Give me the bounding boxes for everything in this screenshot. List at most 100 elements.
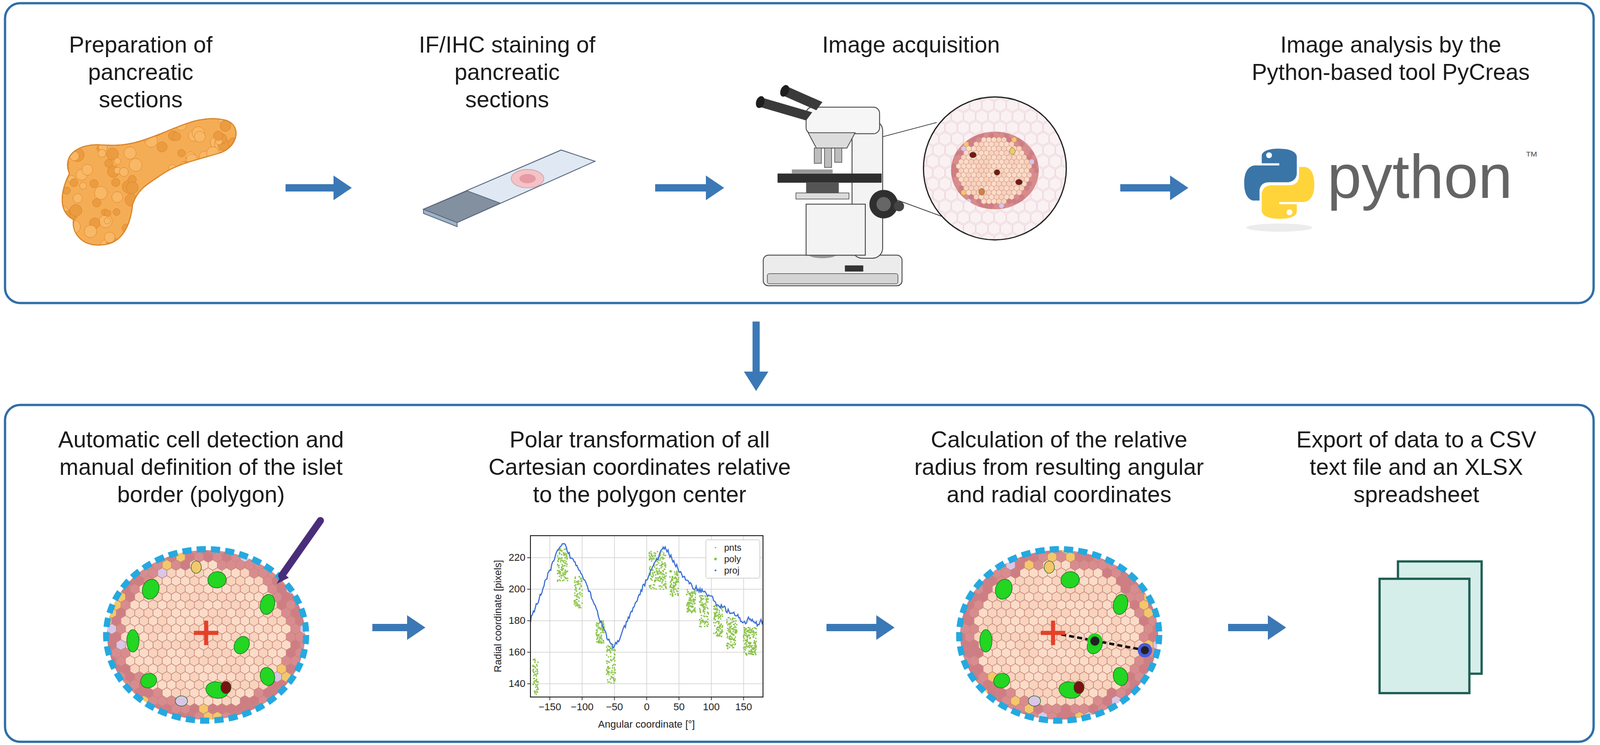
acinar-cell	[1043, 143, 1055, 157]
tick-mark	[678, 696, 680, 700]
pancreas-lobule	[83, 128, 94, 139]
poly-point	[574, 579, 576, 582]
poly-point	[559, 549, 562, 551]
poly-point	[579, 591, 582, 594]
islet-cell	[991, 206, 997, 213]
poly-point	[537, 661, 539, 663]
poly-point	[558, 564, 560, 567]
acinar-cell	[1055, 233, 1068, 247]
pancreas-lobule	[144, 205, 154, 216]
cell-point	[1088, 634, 1102, 647]
islet-cell	[1006, 206, 1012, 213]
pancreas-lobule	[233, 186, 246, 199]
poly-point	[565, 572, 567, 574]
poly-point	[599, 636, 601, 638]
islet-cell	[958, 194, 964, 201]
grid-line	[549, 535, 551, 697]
islet-cell	[996, 206, 1002, 213]
poly-point	[600, 635, 603, 637]
poly-point	[574, 599, 577, 602]
pancreas-lobule	[228, 185, 236, 193]
poly-point	[606, 678, 609, 681]
islet-cell	[263, 703, 273, 714]
islet-cell	[976, 206, 982, 213]
tissue-section	[519, 174, 536, 184]
poly-point	[559, 557, 561, 559]
objective	[814, 148, 822, 164]
poly-point	[605, 646, 608, 648]
poly-point	[576, 596, 578, 598]
stained-cell	[992, 576, 1016, 602]
poly-point	[566, 558, 568, 560]
poly-point	[564, 554, 566, 556]
poly-point	[607, 656, 610, 658]
magnified-view	[914, 87, 1074, 247]
islet-cell	[98, 655, 108, 667]
poly-point	[563, 548, 566, 551]
pancreas-lobule	[198, 170, 211, 183]
poly-point	[603, 640, 605, 642]
poly-point	[564, 569, 567, 571]
poly-point	[556, 580, 559, 582]
stained-cell	[1028, 695, 1041, 706]
microscope-stage	[777, 173, 882, 183]
acinar-cell	[914, 132, 927, 146]
islet-cell	[295, 583, 305, 594]
acinar-cell	[1049, 176, 1061, 191]
pen-icon	[276, 572, 289, 584]
pancreas-lobule	[52, 123, 62, 133]
acinar-cell	[957, 98, 970, 112]
acinar-cell	[1006, 210, 1018, 224]
eyepiece	[778, 83, 792, 99]
islet-cell	[1006, 127, 1012, 134]
pancreas-lobule	[104, 232, 115, 243]
stained-cell	[1111, 592, 1131, 616]
poly-point	[560, 559, 562, 561]
acinar-cell	[1037, 132, 1049, 146]
islet-cell	[1130, 695, 1140, 706]
poly-point	[605, 660, 608, 662]
acinar-cell	[1006, 233, 1018, 247]
pancreas-lobule	[50, 204, 64, 218]
tick-mark	[710, 696, 712, 700]
poly-point	[577, 583, 580, 585]
acinar-cell	[1043, 188, 1055, 202]
poly-point	[610, 682, 612, 684]
poly-point	[535, 670, 537, 673]
pancreas-lobule	[189, 219, 199, 229]
poly-point	[597, 625, 599, 627]
poly-point	[534, 659, 536, 662]
pancreas-texture	[50, 110, 247, 252]
tissue-section	[511, 169, 544, 188]
poly-point	[602, 631, 604, 633]
poly-point	[533, 674, 535, 676]
pancreas-lobule	[62, 222, 71, 231]
poly-point	[575, 604, 577, 607]
acinar-cell	[1012, 222, 1025, 236]
poly-point	[565, 577, 567, 579]
poly-point	[613, 682, 615, 684]
radius-line	[1053, 632, 1145, 651]
poly-point	[580, 606, 582, 609]
pancreas-lobule	[64, 116, 74, 125]
islet-cell	[1037, 180, 1043, 187]
acinar-cell	[939, 176, 951, 191]
islet-border	[958, 549, 1160, 721]
poly-point	[533, 681, 536, 684]
logo-shadow	[1246, 223, 1313, 232]
pancreas-lobule	[165, 185, 173, 192]
stained-cell	[231, 633, 253, 657]
acinar-cell	[927, 154, 939, 168]
poly-point	[561, 553, 563, 556]
pancreas-lobule	[134, 203, 145, 215]
poly-point	[600, 636, 603, 639]
poly-point	[598, 641, 601, 644]
islet-ground	[951, 131, 1039, 210]
islet-cell	[226, 719, 236, 730]
poly-point	[565, 561, 567, 563]
acinar-cell	[1061, 109, 1074, 123]
islet-drawing	[93, 520, 321, 730]
tick-mark	[527, 557, 531, 559]
poly-point	[602, 639, 604, 642]
documents-icon	[1379, 561, 1482, 693]
